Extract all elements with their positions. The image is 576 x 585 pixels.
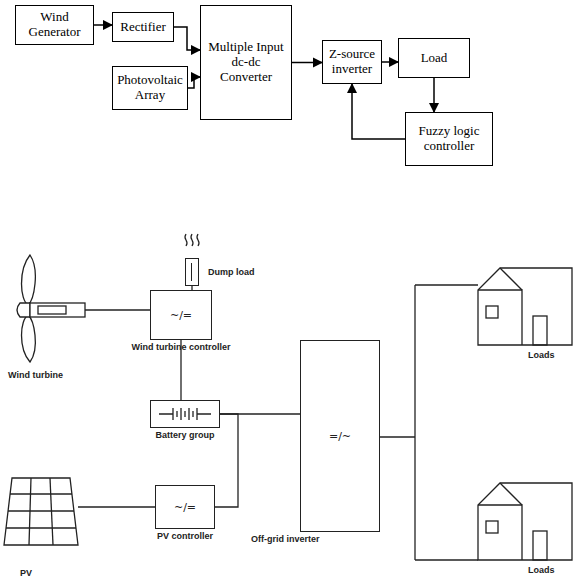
converter-symbol: ~/= [170,309,192,322]
converter-box: ~/=Wind turbine controller [150,290,212,340]
converter-symbol: ~/= [174,501,196,514]
process-box: Multiple Input dc-dc Converter [200,5,292,120]
load-label: Loads [528,565,555,575]
component-label: Dump load [208,267,255,277]
component-label: PV controller [157,531,213,541]
component-label: Wind turbine controller [132,342,231,352]
process-box: Wind Generator [15,5,94,45]
arrow-connector [352,84,405,139]
wire [220,413,300,414]
resistor-box: Dump load [185,258,199,286]
box-label: Load [421,51,448,66]
converter-symbol: =/~ [329,430,351,443]
controller-box: Fuzzy logic controller [405,112,493,166]
arrow-connector [94,24,112,26]
converter-box: ~/=PV controller [155,485,215,529]
arrow-connector [188,77,200,88]
inverter-box: =/~Off-grid inverter [300,340,380,532]
pv-label: PV [20,568,32,578]
resistor-element [191,263,194,281]
turbine-label: Wind turbine [8,370,63,380]
load-label: Loads [528,350,555,360]
arrow-connector [292,62,322,64]
process-box: Rectifier [112,12,174,42]
arrow-connector [382,61,398,63]
arrow-connector [433,78,435,112]
component-label: Off-grid inverter [251,534,320,544]
process-box: Z-source inverter [322,40,382,84]
battery-box: Battery group [150,400,220,428]
box-label: Rectifier [120,20,165,35]
component-label: Battery group [155,430,214,440]
box-label: Multiple Input dc-dc Converter [204,40,288,85]
arrow-connector [174,27,200,50]
box-label: Photovoltaic Array [116,73,184,103]
box-label: Z-source inverter [326,47,378,77]
battery-symbol [157,404,213,424]
process-box: Photovoltaic Array [112,66,188,110]
process-box: Load [398,38,470,78]
box-label: Fuzzy logic controller [409,124,489,154]
box-label: Wind Generator [19,10,90,40]
